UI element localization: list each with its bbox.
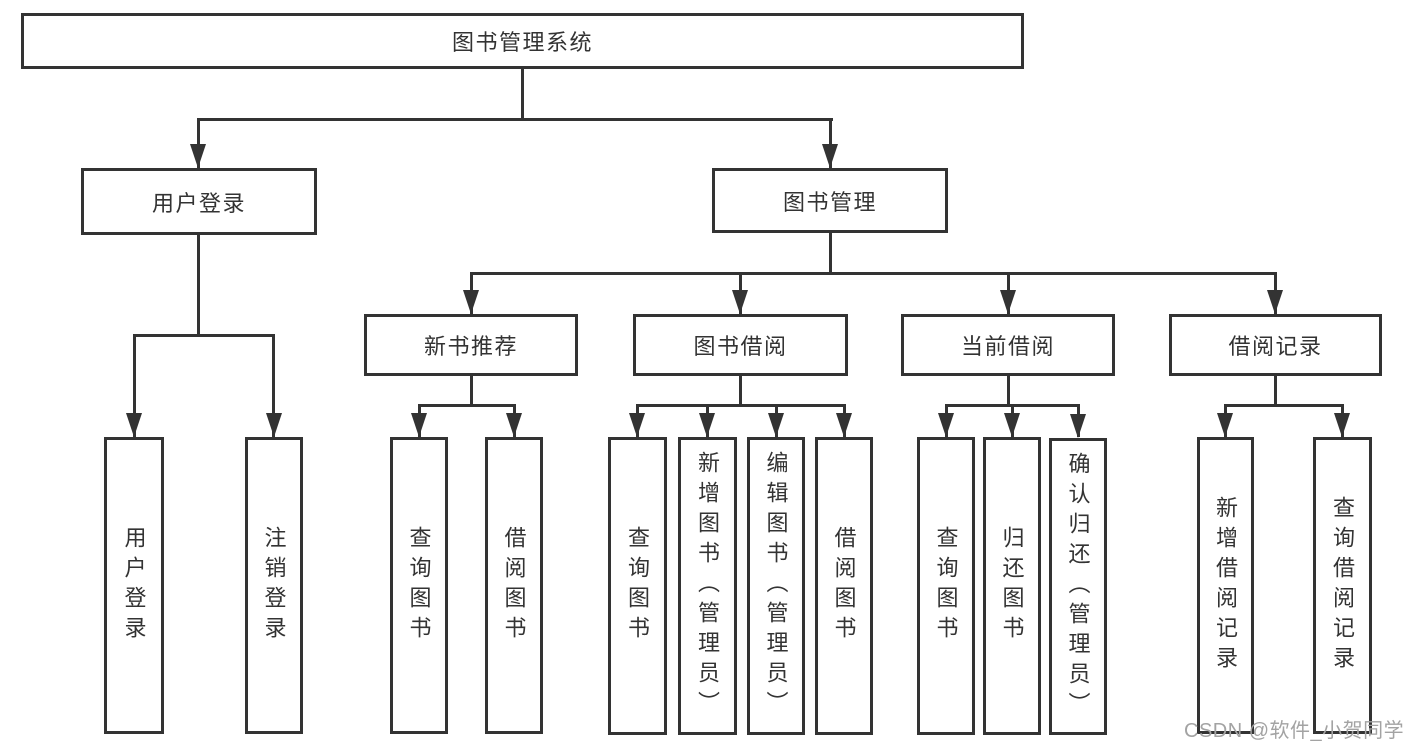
arrow-down-icon — [1000, 290, 1016, 314]
leaf-query-books-current-label: 查询图书 — [933, 526, 959, 646]
leaf-query-books-recommend: 查询图书 — [390, 437, 448, 734]
node-book-management-label: 图书管理 — [782, 189, 877, 215]
leaf-borrow-books-borrow-label: 借阅图书 — [831, 526, 857, 646]
arrow-down-icon — [1217, 413, 1233, 437]
connector-line — [418, 404, 516, 407]
leaf-user-login: 用户登录 — [104, 437, 164, 734]
arrow-down-icon — [836, 413, 852, 437]
leaf-add-book-admin-label: 新增图书（管理员） — [695, 451, 721, 721]
leaf-edit-book-admin: 编辑图书（管理员） — [747, 437, 805, 735]
leaf-add-book-admin: 新增图书（管理员） — [678, 437, 737, 735]
arrow-down-icon — [1334, 413, 1350, 437]
arrow-down-icon — [1267, 290, 1283, 314]
leaf-borrow-books-recommend: 借阅图书 — [485, 437, 543, 734]
connector-line — [197, 235, 200, 335]
leaf-query-books-borrow-label: 查询图书 — [625, 526, 651, 646]
node-book-borrow-label: 图书借阅 — [693, 334, 788, 359]
leaf-query-books-recommend-label: 查询图书 — [406, 525, 432, 646]
connector-line — [133, 334, 275, 337]
leaf-query-borrow-record: 查询借阅记录 — [1313, 437, 1372, 734]
node-library-system: 图书管理系统 — [21, 13, 1024, 69]
node-new-book-recommend-label: 新书推荐 — [423, 334, 518, 359]
arrow-down-icon — [1004, 413, 1020, 437]
arrow-down-icon — [699, 413, 715, 437]
arrow-down-icon — [938, 413, 954, 437]
arrow-down-icon — [190, 144, 206, 168]
node-borrow-records-label: 借阅记录 — [1228, 334, 1323, 359]
leaf-query-borrow-record-label: 查询借阅记录 — [1330, 495, 1356, 676]
arrow-down-icon — [411, 413, 427, 437]
leaf-return-book-label: 归还图书 — [999, 526, 1025, 646]
node-new-book-recommend: 新书推荐 — [364, 314, 578, 376]
csdn-watermark: CSDN @软件_小贺同学 — [1184, 720, 1405, 742]
connector-line — [133, 337, 136, 437]
connector-line — [1007, 376, 1010, 406]
connector-line — [470, 272, 1277, 275]
arrow-down-icon — [1070, 414, 1086, 438]
node-book-management: 图书管理 — [712, 168, 948, 233]
leaf-return-book: 归还图书 — [983, 437, 1041, 735]
connector-line — [197, 118, 833, 121]
node-user-login: 用户登录 — [81, 168, 317, 235]
leaf-edit-book-admin-label: 编辑图书（管理员） — [763, 451, 789, 721]
leaf-confirm-return-admin-label: 确认归还（管理员） — [1065, 451, 1091, 722]
leaf-borrow-books-borrow: 借阅图书 — [815, 437, 873, 735]
connector-line — [1274, 376, 1277, 406]
node-borrow-records: 借阅记录 — [1169, 314, 1382, 376]
arrow-down-icon — [126, 413, 142, 437]
arrow-down-icon — [732, 290, 748, 314]
leaf-confirm-return-admin: 确认归还（管理员） — [1049, 438, 1107, 735]
connector-line — [945, 404, 1080, 407]
node-library-system-label: 图书管理系统 — [451, 30, 593, 55]
leaf-query-books-current: 查询图书 — [917, 437, 975, 735]
node-current-borrow: 当前借阅 — [901, 314, 1115, 376]
connector-line — [739, 376, 742, 406]
node-book-borrow: 图书借阅 — [633, 314, 848, 376]
leaf-add-borrow-record: 新增借阅记录 — [1197, 437, 1254, 734]
connector-line — [1224, 404, 1344, 407]
arrow-down-icon — [506, 413, 522, 437]
leaf-query-books-borrow: 查询图书 — [608, 437, 667, 735]
connector-line — [829, 233, 832, 274]
connector-line — [272, 337, 275, 437]
arrow-down-icon — [463, 290, 479, 314]
leaf-borrow-books-recommend-label: 借阅图书 — [501, 525, 527, 646]
connector-line — [636, 404, 846, 407]
connector-line — [521, 67, 524, 120]
node-current-borrow-label: 当前借阅 — [960, 334, 1055, 359]
connector-line — [470, 376, 473, 406]
arrow-down-icon — [266, 413, 282, 437]
leaf-user-login-label: 用户登录 — [121, 525, 147, 646]
node-user-login-label: 用户登录 — [151, 190, 246, 216]
leaf-logout-label: 注销登录 — [261, 525, 287, 646]
leaf-add-borrow-record-label: 新增借阅记录 — [1213, 495, 1239, 676]
arrow-down-icon — [822, 144, 838, 168]
arrow-down-icon — [768, 413, 784, 437]
arrow-down-icon — [629, 413, 645, 437]
leaf-logout: 注销登录 — [245, 437, 303, 734]
